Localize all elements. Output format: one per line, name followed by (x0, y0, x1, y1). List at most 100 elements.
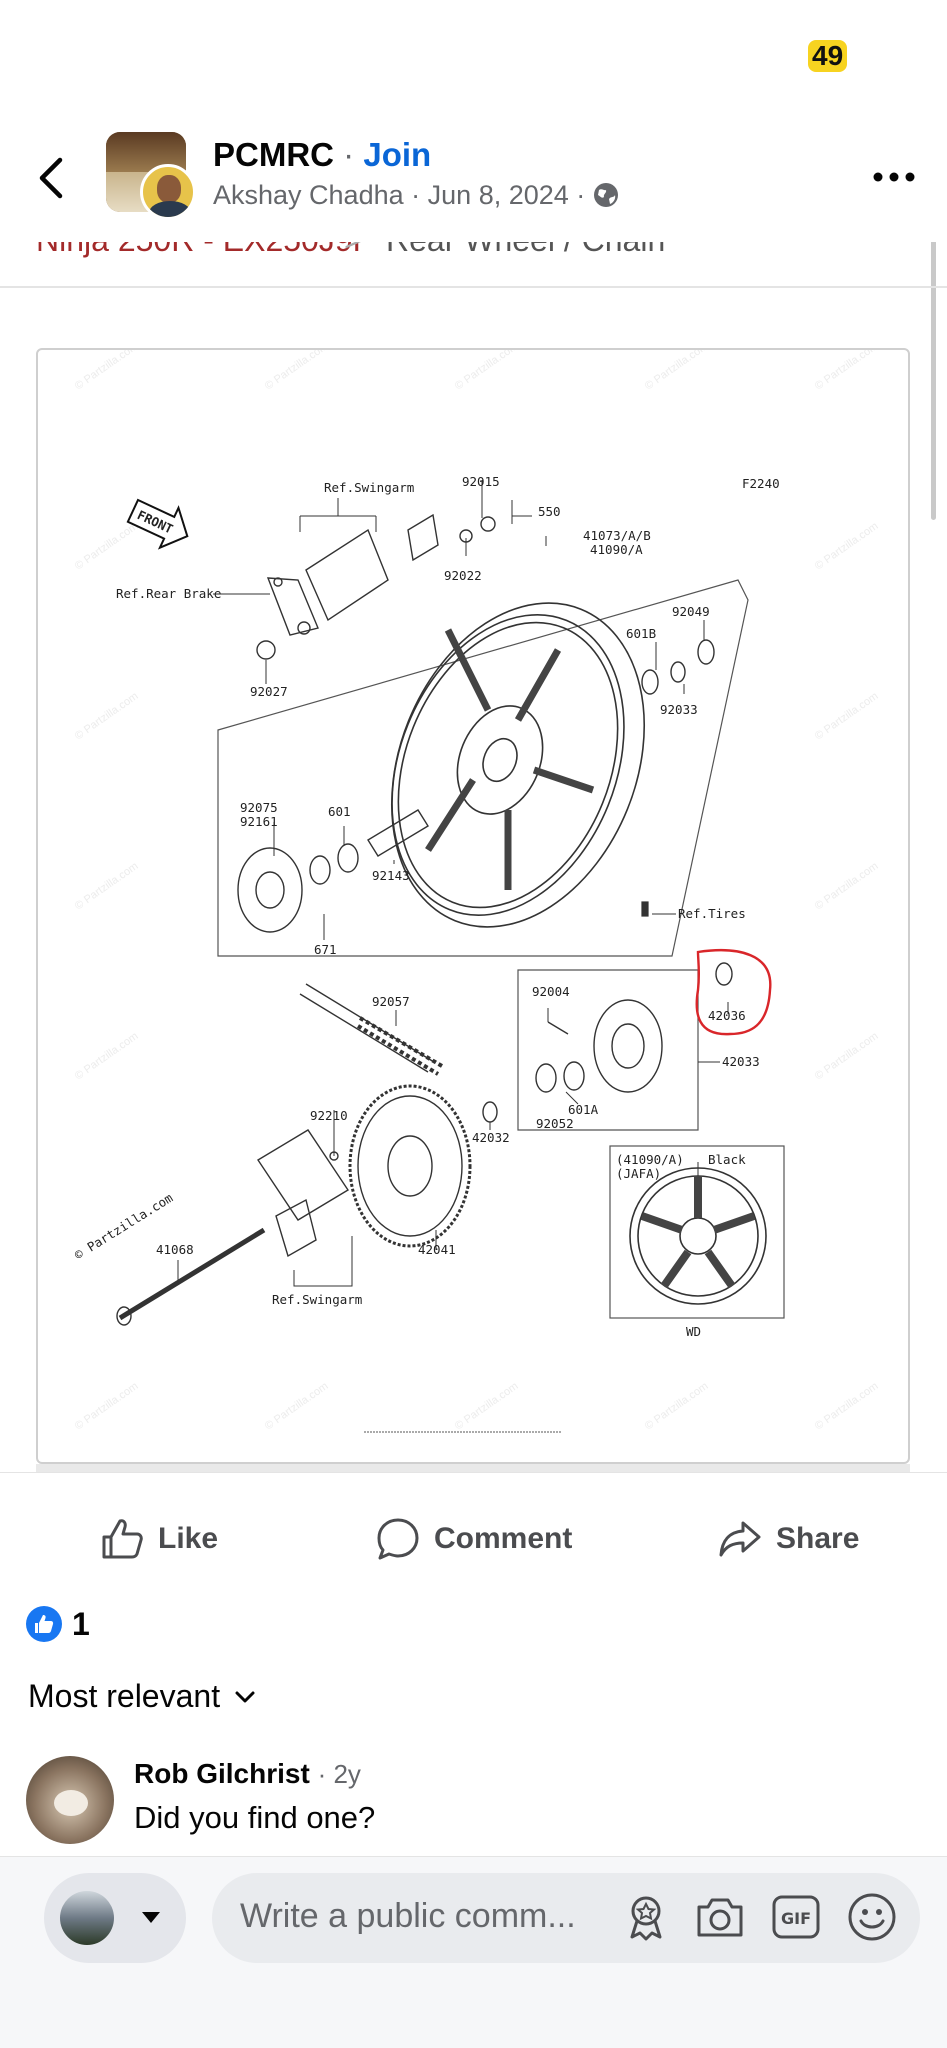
label-black: Black (708, 1152, 746, 1167)
avatar-sticker-icon[interactable] (620, 1891, 672, 1943)
share-button[interactable]: Share (718, 1513, 859, 1565)
label-92052: 92052 (536, 1116, 574, 1131)
label-92075: 92075 (240, 800, 278, 815)
label-671: 671 (314, 942, 337, 957)
my-avatar (60, 1891, 114, 1945)
label-ref-swingarm-top: Ref.Swingarm (324, 480, 414, 495)
hub-group-outline (517, 969, 699, 1131)
label-92022: 92022 (444, 568, 482, 583)
reaction-count: 1 (72, 1605, 90, 1642)
watermark: © Partzilla.com (813, 1380, 881, 1432)
watermark: © Partzilla.com (263, 350, 331, 392)
comment-bubble-icon (377, 1518, 419, 1560)
brake-bracket (256, 577, 319, 660)
label-41090: 41090/A (590, 542, 643, 557)
comment-placeholder: Write a public comm... (240, 1897, 576, 1935)
account-switcher[interactable] (44, 1873, 186, 1963)
label-42032: 42032 (472, 1130, 510, 1145)
watermark: © Partzilla.com (813, 520, 881, 572)
back-arrow-icon (39, 157, 63, 199)
scrollbar[interactable] (931, 240, 936, 520)
watermark: © Partzilla.com (813, 1030, 881, 1082)
wheel-damper (237, 809, 429, 933)
label-92143: 92143 (372, 868, 410, 883)
share-label: Share (776, 1522, 860, 1555)
post-actions: Like Comment Share (0, 1472, 947, 1602)
group-title-line: PCMRC · Join (213, 136, 431, 174)
svg-text:GIF: GIF (781, 1909, 811, 1928)
label-41073: 41073/A/B (583, 528, 651, 543)
image-bottom-edge (36, 1464, 910, 1472)
diagram-code: F2240 (742, 476, 780, 491)
watermark: © Partzilla.com (263, 1380, 331, 1432)
emoji-icon[interactable] (846, 1891, 898, 1943)
watermark: © Partzilla.com (643, 350, 711, 392)
caret-down-icon (142, 1912, 160, 1923)
watermark: © Partzilla.com (453, 350, 521, 392)
watermark: © Partzilla.com (73, 690, 141, 742)
comment-composer: Write a public comm... GIF (0, 1856, 947, 2048)
watermark: © Partzilla.com (643, 1380, 711, 1432)
wheel-bearings-right (641, 639, 715, 695)
commenter-avatar[interactable] (26, 1756, 114, 1844)
label-41068: 41068 (156, 1242, 194, 1257)
more-options-button[interactable] (870, 162, 918, 192)
watermark: © Partzilla.com (73, 520, 141, 572)
like-button[interactable]: Like (100, 1513, 218, 1565)
label-inset-a: (41090/A) (616, 1152, 684, 1167)
comment-button[interactable]: Comment (376, 1513, 572, 1565)
share-arrow-icon (719, 1521, 761, 1557)
label-inset-b: (JAFA) (616, 1166, 661, 1181)
label-ref-swingarm-bottom: Ref.Swingarm (272, 1292, 362, 1307)
group-name[interactable]: PCMRC (213, 136, 334, 173)
comment-text: Did you find one? (134, 1800, 376, 1835)
author-avatar[interactable] (140, 164, 196, 220)
label-92015: 92015 (462, 474, 500, 489)
author-avatar-face (157, 175, 181, 203)
post-image[interactable]: © Partzilla.com © Partzilla.com © Partzi… (36, 348, 910, 1464)
rear-wheel (390, 602, 646, 928)
label-42033: 42033 (722, 1054, 760, 1069)
comment-header: Rob Gilchrist · 2y (134, 1758, 361, 1790)
back-button[interactable] (32, 148, 72, 208)
sprocket-hub (535, 962, 733, 1093)
parts-diagram: © Partzilla.com © Partzilla.com © Partzi… (72, 350, 881, 1433)
author-name[interactable]: Akshay Chadha (213, 180, 404, 210)
comment-input[interactable] (212, 1873, 920, 1963)
watermark: © Partzilla.com (813, 350, 881, 392)
meta-separator: · (576, 180, 586, 210)
label-92004: 92004 (532, 984, 570, 999)
camera-icon[interactable] (694, 1891, 746, 1943)
globe-icon (593, 183, 618, 207)
image-breadcrumb: Ninja 250R - EX250J9F > Rear Wheel / Cha… (0, 228, 947, 288)
label-92161: 92161 (240, 814, 278, 829)
watermark: © Partzilla.com (813, 860, 881, 912)
watermark: © Partzilla.com (453, 1380, 521, 1432)
comment-sort-dropdown[interactable]: Most relevant (28, 1678, 256, 1715)
like-label: Like (158, 1522, 219, 1555)
watermark: © Partzilla.com (73, 350, 141, 392)
battery-indicator: 49 (808, 40, 848, 72)
post-date[interactable]: Jun 8, 2024 (427, 180, 569, 210)
swingarm-bracket-bottom (116, 1129, 349, 1326)
label-42041: 42041 (418, 1242, 456, 1257)
comment-time: · 2y (317, 1759, 361, 1789)
gif-icon[interactable]: GIF (770, 1891, 822, 1943)
front-arrow: FRONT (126, 498, 189, 550)
label-92210: 92210 (310, 1108, 348, 1123)
sort-label: Most relevant (28, 1678, 221, 1714)
label-wd: WD (686, 1324, 701, 1339)
highlight-circle (695, 949, 772, 1036)
commenter-name[interactable]: Rob Gilchrist (134, 1758, 310, 1789)
label-92057: 92057 (372, 994, 410, 1009)
post-header: PCMRC · Join Akshay Chadha · Jun 8, 2024… (0, 118, 947, 242)
rear-sprocket (348, 1084, 498, 1248)
inset-wheel (629, 1167, 767, 1305)
label-601a: 601A (568, 1102, 599, 1117)
meta-separator: · (411, 180, 421, 210)
reaction-summary[interactable]: 1 (26, 1606, 90, 1642)
join-button[interactable]: Join (363, 136, 432, 173)
thumbs-up-icon (102, 1519, 143, 1559)
comment-item: Rob Gilchrist · 2y Did you find one? (26, 1756, 926, 1848)
label-42036: 42036 (708, 1008, 746, 1023)
